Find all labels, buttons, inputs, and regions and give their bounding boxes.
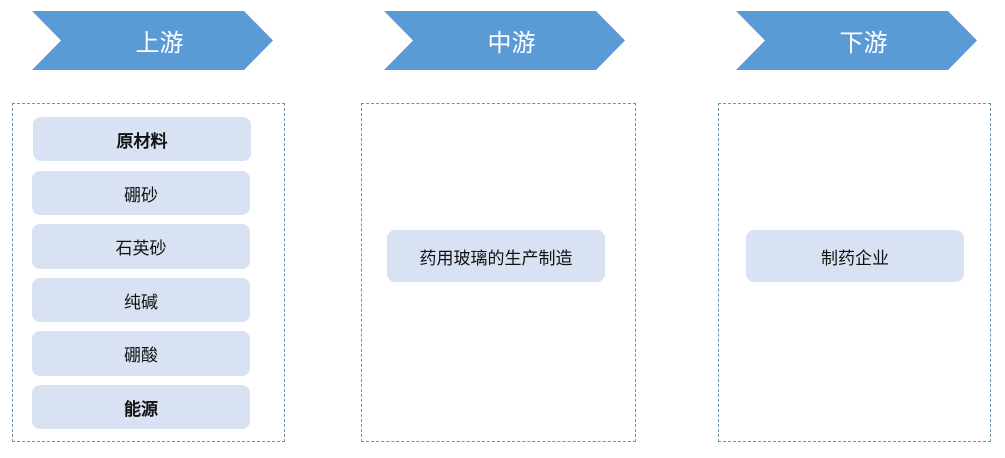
stage-label-downstream: 下游 — [839, 29, 888, 57]
item-soda-ash: 纯碱 — [32, 278, 250, 322]
item-quartz-sand: 石英砂 — [32, 224, 250, 269]
chevron-upstream: 上游 — [32, 11, 273, 70]
panel-downstream: 制药企业 — [718, 103, 991, 442]
chevron-arrow-icon — [384, 11, 625, 70]
item-boric-acid: 硼酸 — [32, 331, 250, 376]
chevron-downstream: 下游 — [736, 11, 977, 70]
item-raw-materials: 原材料 — [33, 117, 251, 161]
chevron-arrow-icon — [32, 11, 273, 70]
item-energy: 能源 — [32, 385, 250, 429]
item-glass-manufacturing: 药用玻璃的生产制造 — [387, 230, 605, 282]
item-borax: 硼砂 — [32, 171, 250, 215]
panel-upstream: 原材料 硼砂 石英砂 纯碱 硼酸 能源 — [12, 103, 285, 442]
chevron-midstream: 中游 — [384, 11, 625, 70]
stage-label-midstream: 中游 — [487, 29, 536, 57]
item-pharma-companies: 制药企业 — [746, 230, 964, 282]
chevron-arrow-icon — [736, 11, 977, 70]
panel-midstream: 药用玻璃的生产制造 — [361, 103, 636, 442]
stage-label-upstream: 上游 — [135, 29, 184, 57]
